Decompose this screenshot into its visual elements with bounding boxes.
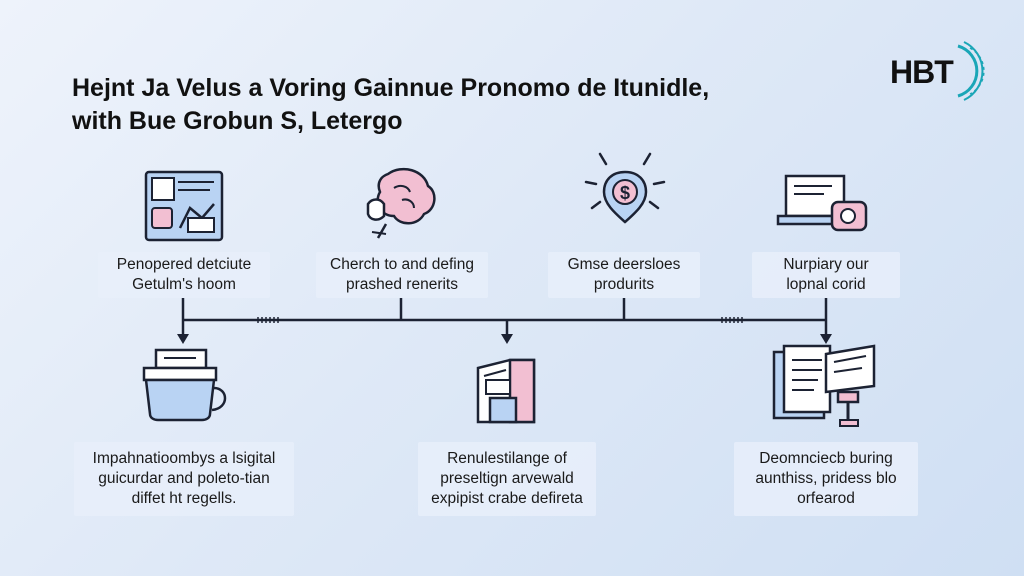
bottom-label-1-line-3: diffet ht regells.	[131, 490, 237, 507]
building-folder-icon	[476, 358, 536, 424]
top-label-2-line-1: Cherch to and defing	[330, 256, 474, 273]
top-label-4: Nurpiary our lopnal corid	[752, 252, 900, 298]
bottom-label-3: Deomnciecb buring aunthiss, pridess blo or…	[734, 442, 918, 516]
documents-gavel-icon	[772, 344, 876, 427]
bottom-label-3-line-1: Deomnciecb buring	[759, 450, 893, 467]
bottom-label-3-line-3: orfearod	[797, 490, 855, 507]
bottom-label-1: Impahnatioombys a lsigital guicurdar and …	[74, 442, 294, 516]
bottom-label-2-line-3: expipist crabe defireta	[431, 490, 583, 507]
computer-mug-icon	[142, 348, 227, 422]
title-line-1: Hejnt Ja Velus a Voring Gainnue Pronomo …	[72, 74, 710, 102]
bottom-label-2-line-2: preseltign arvewald	[440, 470, 574, 487]
bottom-label-1-line-1: Impahnatioombys a lsigital	[92, 450, 276, 467]
arrow-5	[820, 334, 832, 344]
dollar-shield-icon: $	[584, 152, 666, 224]
top-label-2-line-2: prashed renerits	[345, 276, 458, 293]
top-label-2: Cherch to and defing prashed renerits	[316, 252, 488, 298]
bottom-label-2-line-1: Renulestilange of	[447, 450, 567, 467]
brain-piggy-icon	[366, 167, 436, 239]
top-label-3-line-1: Gmse deersloes	[567, 256, 681, 273]
bottom-label-2: Renulestilange of preseltign arvewald expi…	[418, 442, 596, 516]
arrow-3	[501, 334, 513, 344]
arrow-1	[177, 334, 189, 344]
document-dashboard-icon	[144, 170, 224, 242]
top-label-1-line-1: Penopered detciute	[116, 256, 252, 273]
bottom-label-3-line-2: aunthiss, pridess blo	[755, 470, 897, 487]
top-label-1-line-2: Getulm's hoom	[132, 276, 236, 293]
bottom-label-1-line-2: guicurdar and poleto-tian	[98, 470, 270, 487]
top-label-4-line-2: lopnal corid	[786, 276, 866, 293]
title-line-2: with Bue Grobun S, Letergo	[72, 107, 403, 135]
top-label-4-line-1: Nurpiary our	[783, 256, 869, 273]
top-label-3: Gmse deersloes produrits	[548, 252, 700, 298]
svg-text:$: $	[620, 183, 630, 203]
laptop-wallet-icon	[776, 174, 868, 232]
logo: HBT	[884, 40, 994, 104]
logo-text: HBT	[890, 54, 954, 90]
top-label-3-line-2: produrits	[593, 276, 655, 293]
logo-arc-icon	[957, 41, 985, 101]
page-title: Hejnt Ja Velus a Voring Gainnue Pronomo …	[72, 72, 832, 138]
